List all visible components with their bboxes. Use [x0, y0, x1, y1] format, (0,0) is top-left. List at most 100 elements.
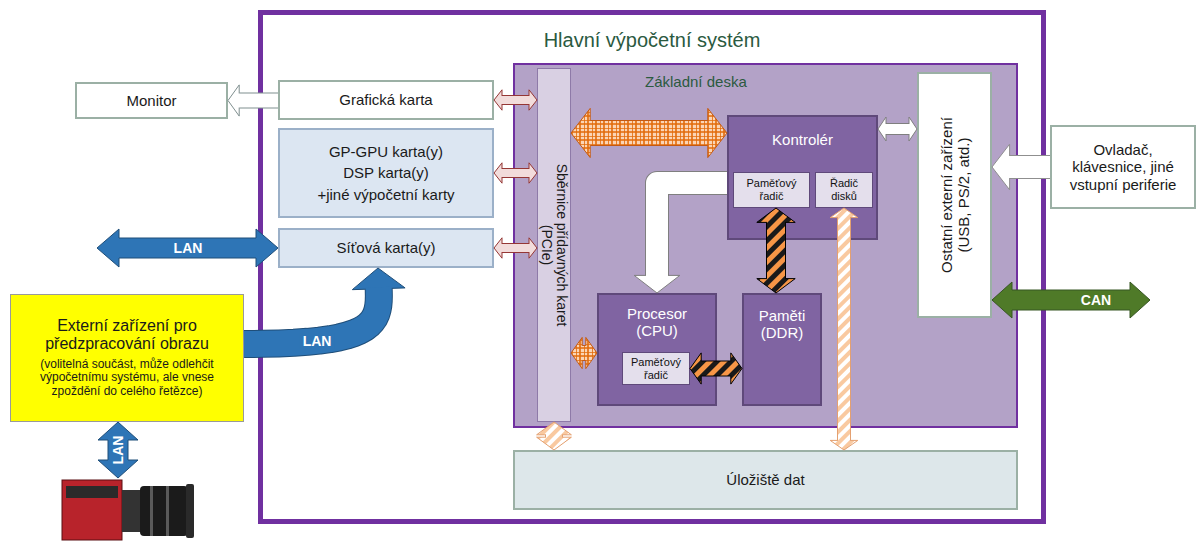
arrow-head [529, 238, 537, 258]
card-box: Grafická karta [278, 80, 494, 120]
arrow-shaft [885, 124, 911, 134]
arrow-head [757, 208, 795, 222]
arrow-shaft [1008, 156, 1050, 178]
arrow-head [537, 437, 572, 450]
arrow-head [586, 337, 597, 368]
arrow-shaft [838, 216, 850, 442]
bus-arrow [571, 108, 727, 157]
arrow-shaft-outline [502, 168, 529, 178]
arrow-shaft-outline [502, 95, 529, 105]
link-label: LAN [110, 433, 126, 468]
lens-ring [150, 486, 153, 536]
box-label: Řadič disků [821, 177, 867, 202]
box-label: Grafická karta [339, 91, 432, 108]
box-note: DSP karta(y) [343, 164, 429, 181]
sub-unit-box: Řadič disků [815, 172, 873, 208]
arrow-head [878, 117, 886, 141]
arrow-head [830, 440, 858, 450]
camera-panel [66, 486, 118, 498]
arrow-shaft-outline [837, 218, 851, 441]
box-label: Ostatní externí zařízení (USB, PS/2, atd… [938, 95, 971, 295]
arrow-shaft-outline [766, 222, 786, 278]
arrow-head [571, 337, 582, 368]
arrow-shaft-outline [502, 243, 529, 253]
box-note: +jiné výpočetní karty [317, 186, 454, 203]
chip-box: Procesor (CPU)Paměťový řadič [597, 293, 717, 406]
lan-arrow-vertical [98, 422, 138, 478]
arrow-head [571, 108, 590, 157]
arrow-shaft-outline [886, 123, 909, 135]
box-label: Ovladač, klávesnice, jiné vstupní perife… [1061, 141, 1186, 193]
device-box: Ovladač, klávesnice, jiné vstupní perife… [1050, 125, 1196, 209]
arrow-shaft-outline [1010, 155, 1050, 179]
device-box: Monitor [75, 82, 228, 119]
arrow-shaft-outline [545, 435, 563, 437]
sub-unit-box: Paměťový řadič [622, 352, 690, 385]
lan-arrow [97, 229, 278, 267]
card-box: GP-GPU karta(y) DSP karta(y) +jiné výpočet… [278, 128, 494, 218]
arrow-head [708, 108, 727, 157]
arrow-shaft [501, 169, 531, 177]
arrow-head [529, 90, 537, 110]
lens-ring [166, 486, 169, 536]
box-note: (volitelná součást, může odlehčit výpoče… [18, 358, 236, 399]
arrow-shaft [589, 121, 710, 145]
box-label: Paměti (DDR) [747, 307, 817, 342]
arrow-head [537, 422, 572, 435]
memory-bus-arrow [690, 353, 742, 384]
disk-link-arrow [537, 422, 572, 450]
arrow-shaft [581, 346, 588, 360]
arrow-shaft-outline [657, 183, 727, 275]
box-label: Hlavní výpočetní systém [544, 29, 761, 52]
arrow-head [494, 238, 502, 258]
memory-bus-arrow [757, 208, 795, 293]
camera-lens [140, 486, 188, 536]
bus-link-arrow [494, 163, 537, 183]
system-frame: Hlavní výpočetní systémGrafická kartaGP-… [258, 10, 1046, 524]
arrow-head [529, 163, 537, 183]
arrow-shaft [501, 244, 531, 252]
control-arrow [634, 183, 727, 293]
bus-link-arrow [571, 337, 597, 368]
box-label: Sběrnice přídavných karet (PCIe) [539, 155, 570, 335]
box-label: Základní deska [645, 73, 747, 90]
arrow-head [228, 85, 239, 116]
camera-mount [122, 490, 140, 532]
arrow-head [634, 275, 680, 293]
disk-link-arrow [830, 208, 858, 450]
preprocessing-box: Externí zařízení pro předzpracování obra… [10, 294, 244, 422]
input-arrow [992, 144, 1050, 190]
arrow-shaft-outline [582, 345, 586, 361]
camera-illustration [62, 480, 194, 540]
arrow-shaft [238, 94, 278, 108]
link-label: LAN [171, 240, 206, 256]
sub-unit-box: Paměťový řadič [733, 172, 810, 208]
arrow-head [830, 208, 858, 218]
arrow-head [992, 144, 1010, 190]
arrow-shaft [501, 96, 531, 104]
arrow-head [352, 268, 405, 290]
arrow-shaft [767, 221, 785, 280]
box-label: Externí zařízení pro předzpracování obra… [18, 317, 236, 354]
box-label: Úložiště dat [726, 471, 804, 488]
memory-box: Paměti (DDR) [742, 293, 822, 406]
arrow-shaft [657, 183, 727, 277]
box-label: Monitor [126, 92, 176, 109]
arrow-shaft [546, 433, 562, 438]
storage-box: Úložiště dat [513, 450, 1018, 510]
card-box: Síťová karta(y) [278, 228, 494, 268]
arrow-head [494, 90, 502, 110]
bus-link-arrow [494, 90, 537, 110]
arrow-head [757, 279, 795, 293]
bus-bar: Sběrnice přídavných karet (PCIe) [537, 68, 571, 422]
arrow-shaft-outline [701, 361, 731, 377]
box-label: GP-GPU karta(y) [329, 143, 443, 160]
box-label: Paměťový řadič [625, 356, 687, 381]
motherboard-panel: Základní deskaSběrnice přídavných karet … [513, 63, 1018, 428]
arrow-head [494, 163, 502, 183]
arrow-shaft-outline [590, 120, 708, 146]
arrow-head [909, 117, 917, 141]
box-label: Síťová karta(y) [337, 239, 436, 256]
